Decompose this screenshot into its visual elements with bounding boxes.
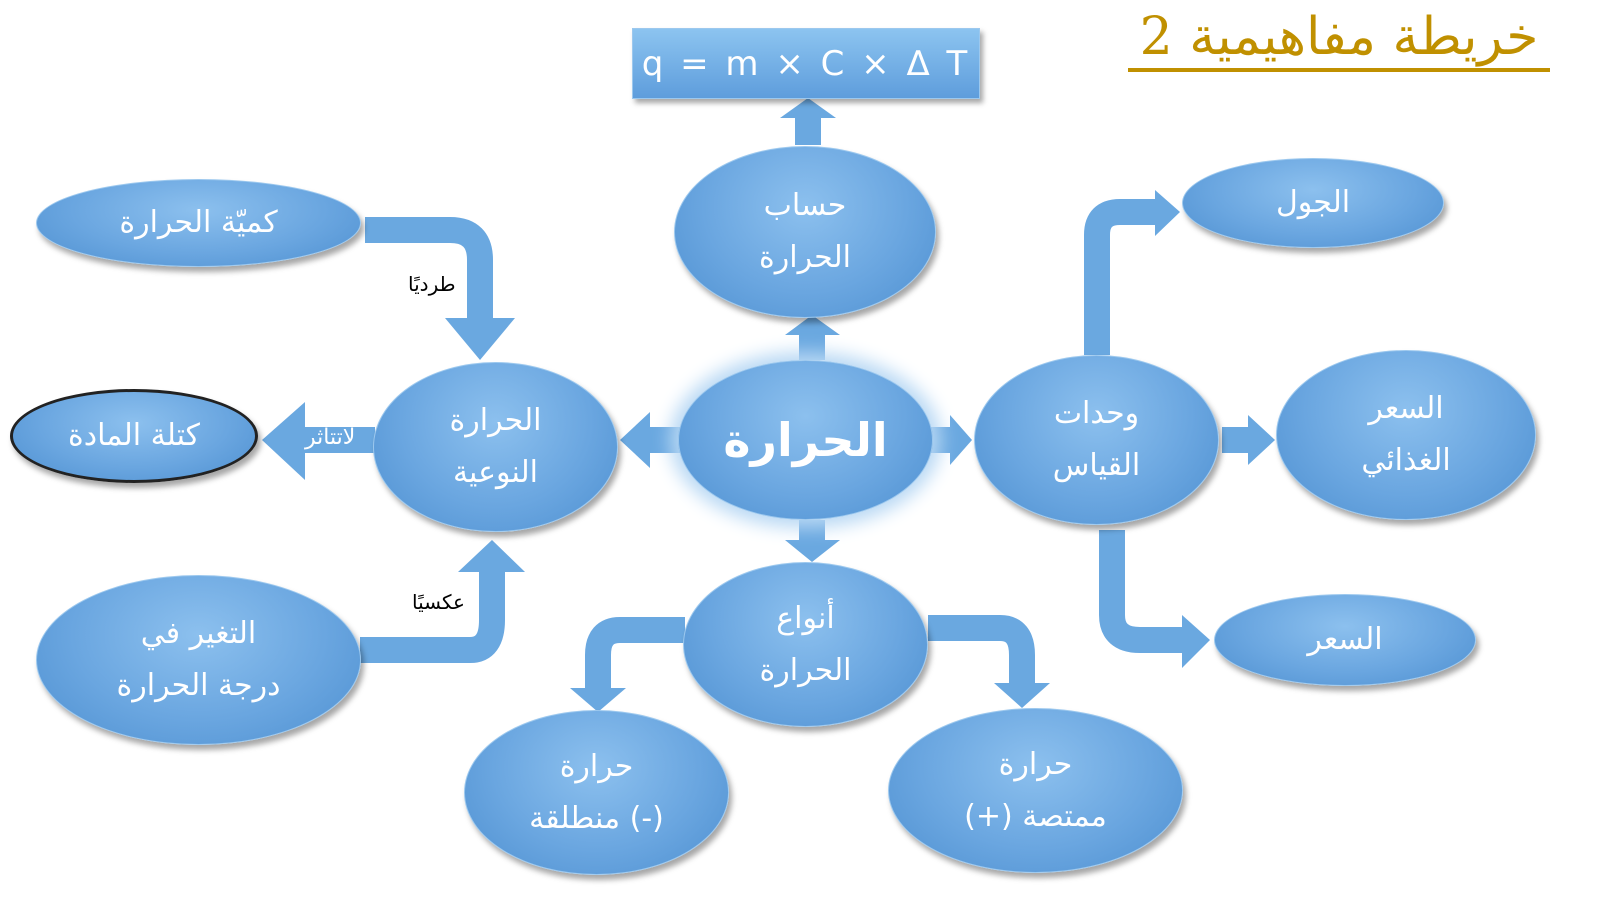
arrow-quantity-specific — [365, 217, 493, 320]
node-specific-heat: الحرارة النوعية — [373, 362, 618, 532]
label-no-effect: لاتتأثر — [305, 425, 356, 450]
label-inverse: عكسيًا — [412, 590, 465, 614]
arrow-temp-specific — [360, 570, 505, 663]
node-absorbed: حرارة ممتصة (+) — [888, 708, 1183, 873]
node-calc: حساب الحرارة — [674, 146, 936, 318]
node-temp-change: التغير في درجة الحرارة — [36, 575, 361, 745]
node-heat-quantity: كميّة الحرارة — [36, 179, 361, 267]
arrow-types-released — [585, 617, 685, 690]
formula-box: q = m × C × Δ T — [632, 28, 980, 99]
node-units: وحدات القياس — [974, 355, 1219, 525]
node-types: أنواع الحرارة — [683, 562, 928, 727]
page-title: خريطة مفاهيمية 2 — [1128, 6, 1550, 72]
node-calorie: السعر — [1214, 594, 1476, 686]
arrow-units-joule — [1084, 199, 1160, 355]
arrow-units-calorie — [1099, 530, 1185, 653]
node-center: الحرارة — [678, 360, 933, 520]
node-mass: كتلة المادة — [10, 389, 258, 483]
node-joule: الجول — [1182, 158, 1444, 248]
node-released: حرارة (-) منطلقة — [464, 710, 729, 875]
arrow-types-absorbed — [928, 615, 1035, 685]
node-food-calorie: السعر الغذائي — [1276, 350, 1536, 520]
label-direct: طرديًا — [408, 272, 456, 296]
